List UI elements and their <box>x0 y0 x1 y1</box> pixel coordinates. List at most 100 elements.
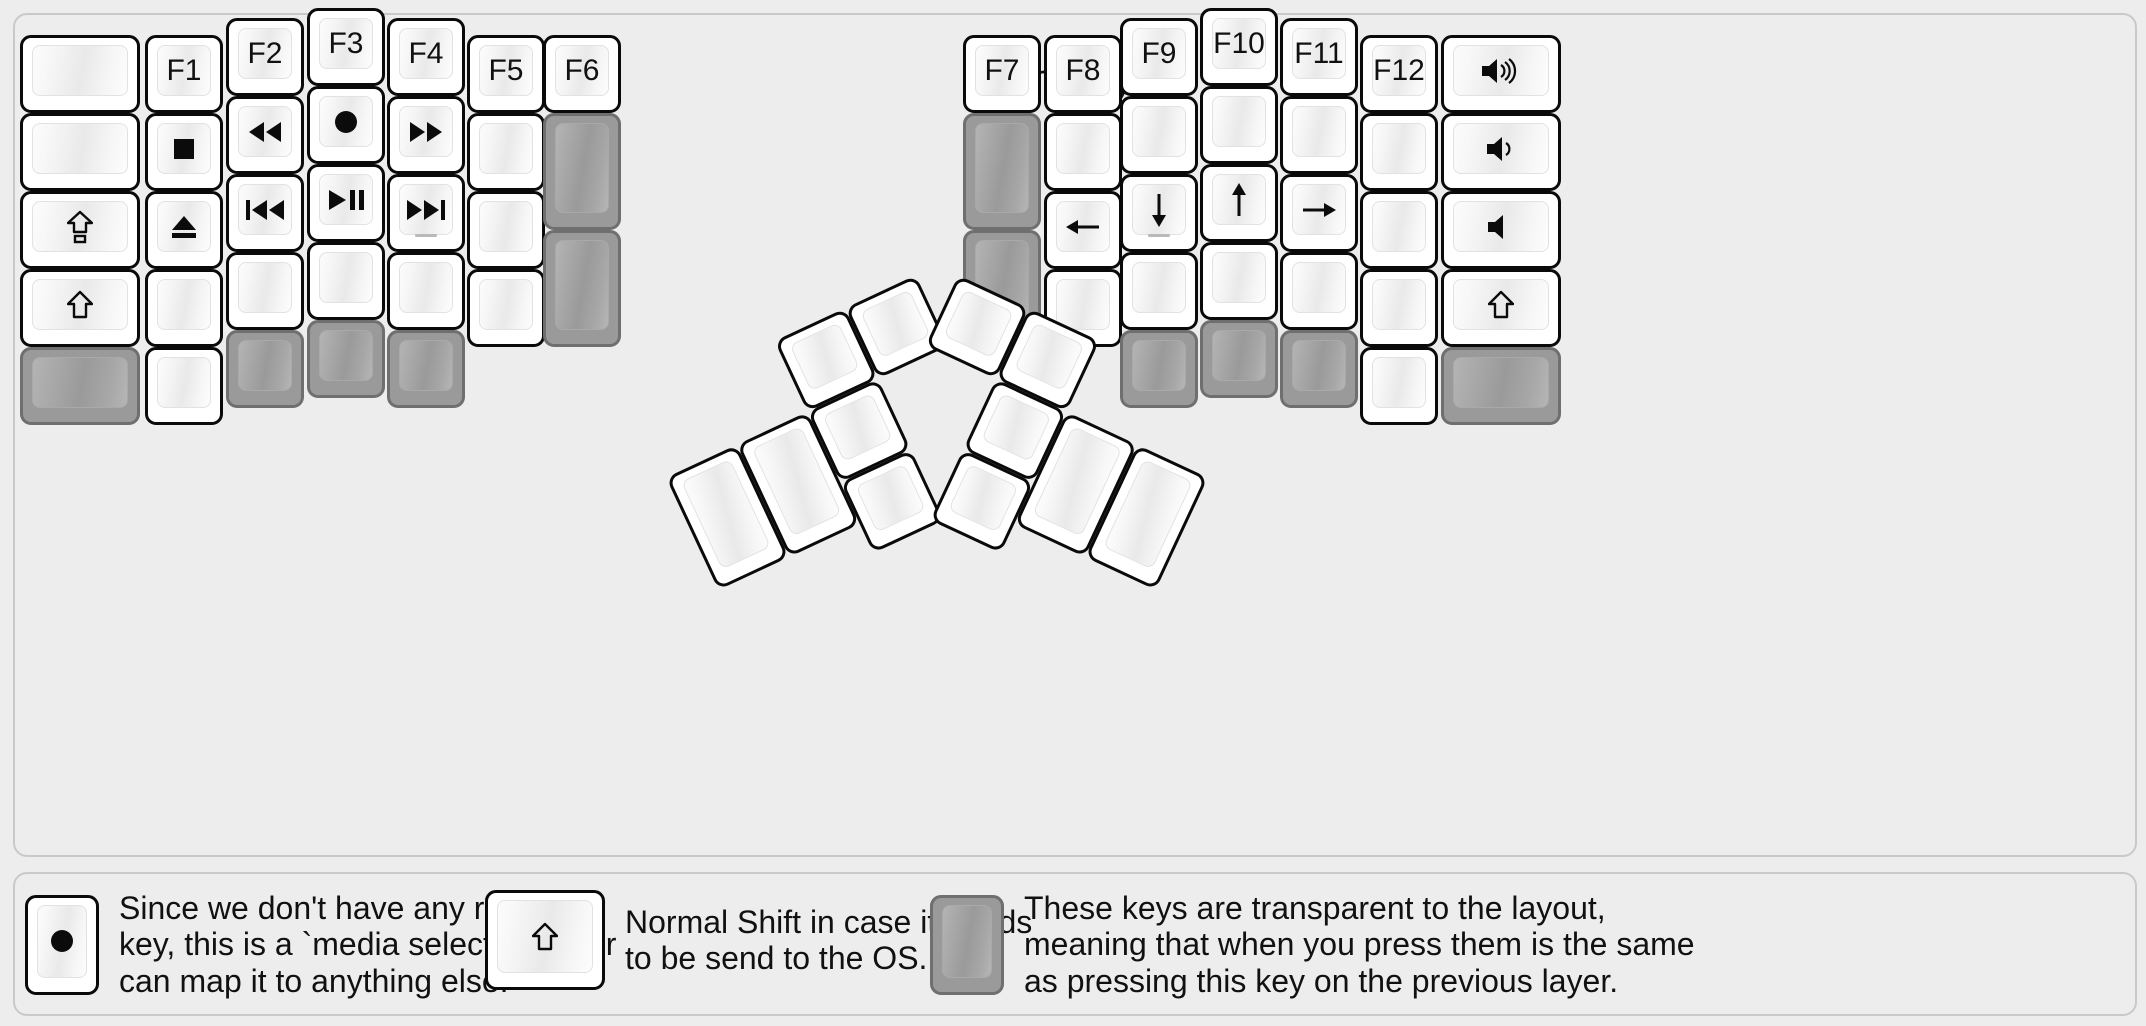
col-f11-key-0[interactable]: F11 <box>1280 18 1358 96</box>
col-f7-key-1[interactable] <box>963 113 1041 230</box>
col-f6-key-0[interactable]: F6 <box>543 35 621 113</box>
keycap-face <box>238 340 292 391</box>
legend-transparent-key[interactable] <box>930 894 1004 995</box>
col-f2-key-1[interactable] <box>226 96 304 174</box>
col-f5-key-3[interactable] <box>467 269 545 347</box>
col-f9-key-3[interactable] <box>1120 252 1198 330</box>
legend-transparent-text: These keys are transparent to the layout… <box>1024 890 1695 999</box>
col-f5-key-0[interactable]: F5 <box>467 35 545 113</box>
homing-bar <box>1148 234 1170 237</box>
col-f1-key-4[interactable] <box>145 347 223 425</box>
col-f11-key-2[interactable] <box>1280 174 1358 252</box>
col-f4-key-0[interactable]: F4 <box>387 18 465 96</box>
key-label: F12 <box>1373 53 1425 87</box>
col-f10-key-3[interactable] <box>1200 242 1278 320</box>
col-f12-key-4[interactable] <box>1360 347 1438 425</box>
media-next-track-icon <box>404 198 448 222</box>
col-f6-key-1[interactable] <box>543 113 621 230</box>
col-outer-left-key-3[interactable] <box>20 269 140 347</box>
col-f4-key-4[interactable] <box>387 330 465 408</box>
keycap-face: F6 <box>555 45 609 96</box>
col-outer-right-key-2[interactable] <box>1441 191 1561 269</box>
col-f3-key-0[interactable]: F3 <box>307 8 385 86</box>
keycap-face <box>1132 340 1186 391</box>
col-f8-key-0[interactable]: F8 <box>1044 35 1122 113</box>
col-f1-key-1[interactable] <box>145 113 223 191</box>
keycap-face <box>32 357 128 408</box>
keycap-face <box>319 174 373 225</box>
col-f11-key-1[interactable] <box>1280 96 1358 174</box>
keycap-face <box>1056 279 1110 330</box>
col-f9-key-2[interactable] <box>1120 174 1198 252</box>
col-f11-key-4[interactable] <box>1280 330 1358 408</box>
col-outer-right-key-3[interactable] <box>1441 269 1561 347</box>
col-f1-key-2[interactable] <box>145 191 223 269</box>
key-label: F4 <box>408 36 444 70</box>
col-f9-key-1[interactable] <box>1120 96 1198 174</box>
col-outer-right-key-0[interactable] <box>1441 35 1561 113</box>
col-outer-left-key-1[interactable] <box>20 113 140 191</box>
keycap-face <box>238 184 292 235</box>
arrow-down-icon <box>1148 191 1170 229</box>
keycap-face <box>1292 262 1346 313</box>
keycap-face <box>555 240 609 330</box>
keycap-face <box>1056 201 1110 252</box>
arrow-right-icon <box>1300 199 1338 221</box>
col-f8-key-1[interactable] <box>1044 113 1122 191</box>
col-f1-key-3[interactable] <box>145 269 223 347</box>
col-f10-key-4[interactable] <box>1200 320 1278 398</box>
col-f6-key-2[interactable] <box>543 230 621 347</box>
keycap-face: F11 <box>1292 28 1346 79</box>
col-f3-key-3[interactable] <box>307 242 385 320</box>
legend-record-key[interactable] <box>25 894 99 995</box>
keycap-face <box>157 123 211 174</box>
col-outer-left-key-0[interactable] <box>20 35 140 113</box>
col-f2-key-4[interactable] <box>226 330 304 408</box>
keycap-face <box>1014 322 1085 392</box>
col-f4-key-3[interactable] <box>387 252 465 330</box>
col-f9-key-0[interactable]: F9 <box>1120 18 1198 96</box>
col-f12-key-1[interactable] <box>1360 113 1438 191</box>
col-f2-key-2[interactable] <box>226 174 304 252</box>
legend-shift-key[interactable] <box>485 890 605 990</box>
keycap-face <box>1212 330 1266 381</box>
col-outer-right-key-1[interactable] <box>1441 113 1561 191</box>
col-f3-key-1[interactable] <box>307 86 385 164</box>
col-f9-key-4[interactable] <box>1120 330 1198 408</box>
col-f4-key-2[interactable] <box>387 174 465 252</box>
key-label: F9 <box>1141 36 1177 70</box>
keycap-face <box>32 45 128 96</box>
col-f12-key-0[interactable]: F12 <box>1360 35 1438 113</box>
col-f5-key-2[interactable] <box>467 191 545 269</box>
col-f5-key-1[interactable] <box>467 113 545 191</box>
col-f1-key-0[interactable]: F1 <box>145 35 223 113</box>
col-f8-key-2[interactable] <box>1044 191 1122 269</box>
col-f11-key-3[interactable] <box>1280 252 1358 330</box>
keycap-face <box>1132 262 1186 313</box>
col-f2-key-0[interactable]: F2 <box>226 18 304 96</box>
col-f12-key-2[interactable] <box>1360 191 1438 269</box>
col-f12-key-3[interactable] <box>1360 269 1438 347</box>
col-f7-key-0[interactable]: F7 <box>963 35 1041 113</box>
col-f10-key-2[interactable] <box>1200 164 1278 242</box>
keycap-face <box>860 289 931 359</box>
col-f2-key-3[interactable] <box>226 252 304 330</box>
col-outer-right-key-4[interactable] <box>1441 347 1561 425</box>
key-label: F6 <box>564 53 600 87</box>
keycap-face <box>32 279 128 330</box>
keycap-face <box>479 123 533 174</box>
keycap-face <box>399 340 453 391</box>
col-outer-left-key-4[interactable] <box>20 347 140 425</box>
col-f3-key-2[interactable] <box>307 164 385 242</box>
col-f4-key-1[interactable] <box>387 96 465 174</box>
col-f10-key-1[interactable] <box>1200 86 1278 164</box>
col-outer-left-key-2[interactable] <box>20 191 140 269</box>
keycap-face <box>1372 201 1426 252</box>
col-f3-key-4[interactable] <box>307 320 385 398</box>
keycap-face: F8 <box>1056 45 1110 96</box>
keycap-face: F5 <box>479 45 533 96</box>
col-f10-key-0[interactable]: F10 <box>1200 8 1278 86</box>
legend-record-swatch <box>25 894 99 995</box>
keycap-face <box>1292 184 1346 235</box>
